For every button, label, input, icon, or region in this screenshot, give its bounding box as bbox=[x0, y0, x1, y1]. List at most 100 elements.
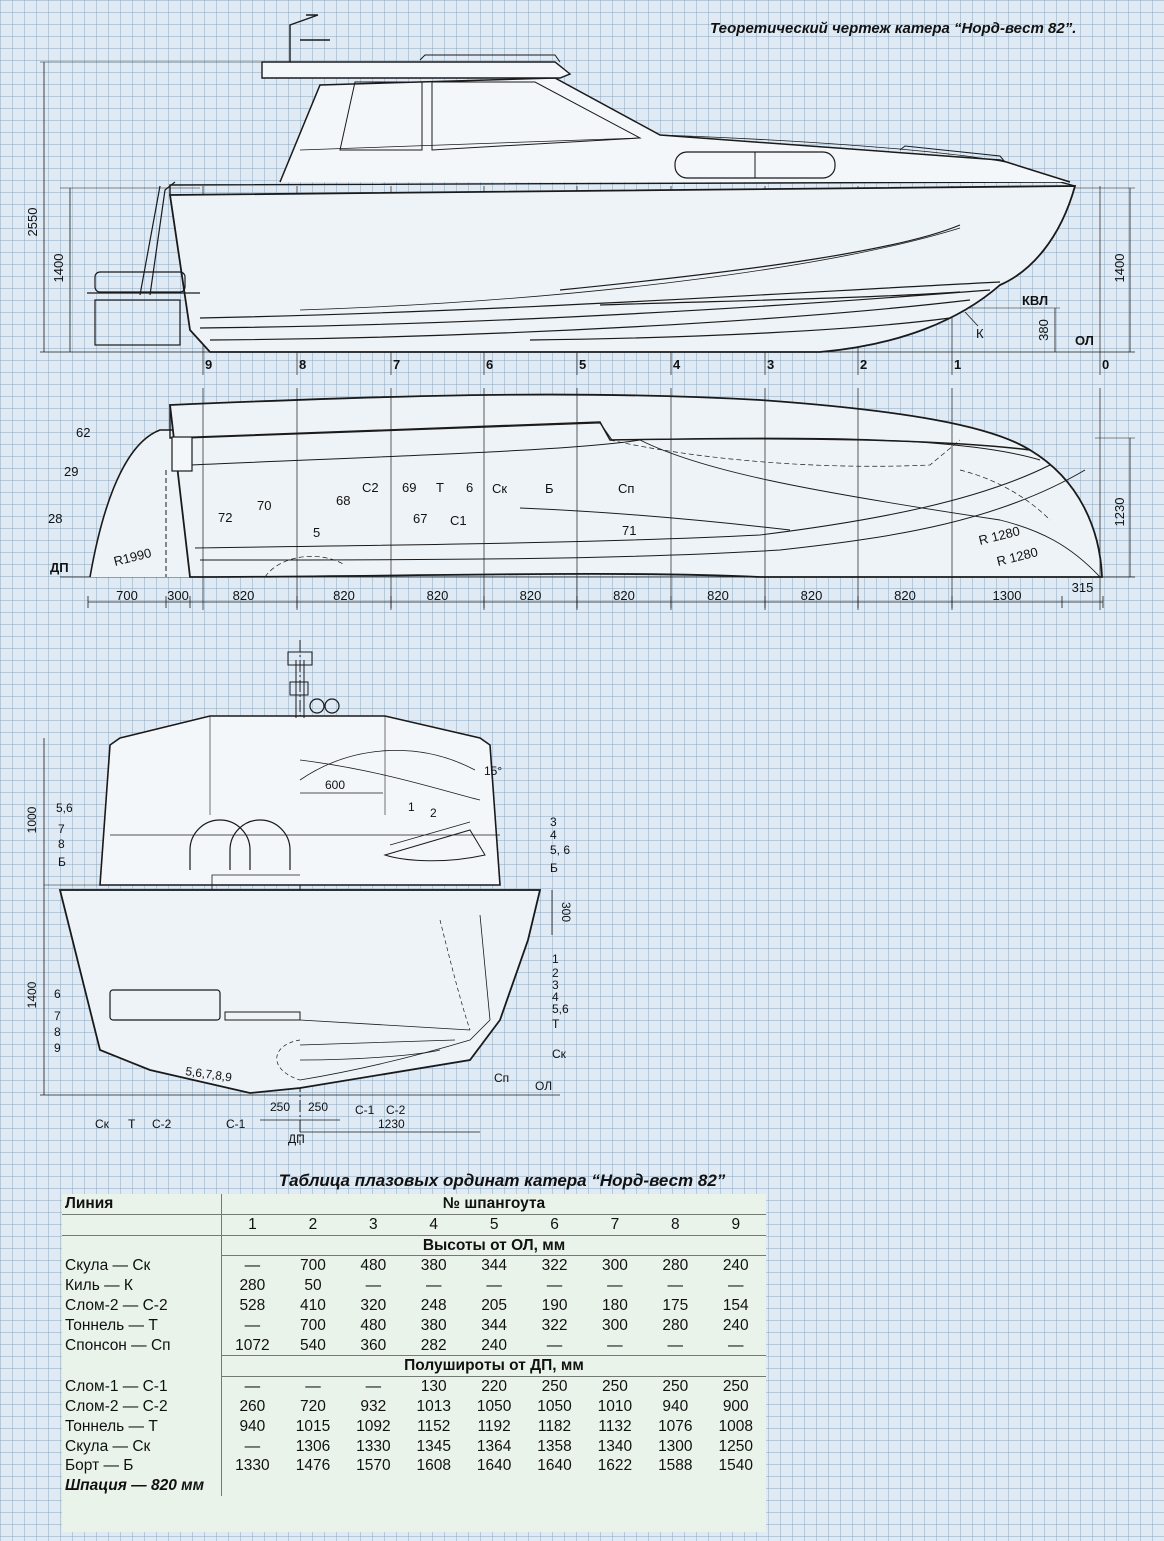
table-cell: 180 bbox=[601, 1296, 628, 1314]
spacing-label: 315 bbox=[1072, 580, 1094, 595]
row-label: Слом-2 — С-2 bbox=[65, 1296, 168, 1314]
frame-number: 1 bbox=[220, 1213, 283, 1236]
table-cell: 1476 bbox=[295, 1457, 331, 1475]
blank-cell bbox=[62, 1356, 222, 1377]
spacing-label: 820 bbox=[801, 588, 823, 603]
section-bottom-right: С-1 bbox=[355, 1103, 375, 1117]
table-cell: — bbox=[546, 1336, 563, 1354]
table-cell: 344 bbox=[481, 1316, 508, 1334]
spacing-label: 820 bbox=[233, 588, 255, 603]
spacing-label: 820 bbox=[427, 588, 449, 603]
row-label: Тоннель — Т bbox=[65, 1417, 158, 1435]
section-ol: ОЛ bbox=[535, 1079, 552, 1093]
frame-number: 8 bbox=[645, 1213, 706, 1236]
dim-15deg: 15° bbox=[484, 764, 502, 778]
table-cell: 900 bbox=[722, 1397, 749, 1415]
section-label-right-top: 3 bbox=[550, 815, 557, 829]
station-number: 3 bbox=[767, 357, 774, 372]
station-number: 1 bbox=[954, 357, 961, 372]
table-cell: 322 bbox=[541, 1316, 568, 1334]
section-dp: ДП bbox=[288, 1132, 305, 1146]
table-cell: 344 bbox=[481, 1257, 508, 1275]
dim-380: 380 bbox=[1036, 319, 1051, 341]
table-cell: 205 bbox=[481, 1296, 508, 1314]
plan-label: Ск bbox=[492, 481, 507, 496]
table-cell: 280 bbox=[662, 1257, 689, 1275]
section-label-right-bottom: 3 bbox=[552, 978, 559, 992]
table-cell: 528 bbox=[220, 1295, 283, 1316]
plan-label: Сп bbox=[618, 481, 634, 496]
dim-300: 300 bbox=[559, 902, 573, 922]
table-cell: 1013 bbox=[416, 1397, 451, 1415]
section-label-right-bottom: 2 bbox=[552, 966, 559, 980]
plan-label: 71 bbox=[622, 523, 636, 538]
table-cell: 280 bbox=[662, 1316, 689, 1334]
table-cell: — bbox=[365, 1378, 382, 1396]
label-keel: К bbox=[976, 326, 984, 341]
table-cell: — bbox=[305, 1378, 321, 1396]
table-cell: 50 bbox=[304, 1277, 322, 1295]
dim-1400-section: 1400 bbox=[25, 981, 39, 1008]
table-cell: 700 bbox=[300, 1316, 326, 1334]
table-cell: — bbox=[667, 1336, 684, 1354]
table-cell: — bbox=[220, 1255, 283, 1277]
table-cell: — bbox=[728, 1336, 744, 1354]
table-cell: — bbox=[220, 1436, 283, 1457]
spacing-label: 300 bbox=[167, 588, 189, 603]
section-label-right-bottom: 5,6 bbox=[552, 1002, 569, 1016]
section-label-right-top: 5, 6 bbox=[550, 843, 570, 857]
table-cell: 240 bbox=[722, 1316, 749, 1334]
section-label-left: Б bbox=[58, 855, 66, 869]
table-cell: 250 bbox=[601, 1378, 628, 1396]
table-cell: 190 bbox=[541, 1296, 568, 1314]
table-cell: 380 bbox=[420, 1316, 447, 1334]
row-label: Скула — Ск bbox=[65, 1437, 151, 1455]
plan-label: 72 bbox=[218, 510, 232, 525]
table-footer: Шпация — 820 мм bbox=[65, 1477, 205, 1495]
table-cell: — bbox=[546, 1277, 563, 1295]
section-label-left: 8 bbox=[54, 1025, 61, 1039]
table-title: Таблица плазовых ординат катера “Норд-ве… bbox=[278, 1171, 726, 1190]
plan-label: Т bbox=[436, 480, 444, 495]
station-number: 5 bbox=[579, 357, 586, 372]
table-cell: 720 bbox=[300, 1397, 326, 1415]
table-cell: 154 bbox=[722, 1296, 749, 1314]
dim-1230-section: 1230 bbox=[378, 1117, 405, 1131]
section-label-left: 7 bbox=[58, 822, 65, 836]
frame-number: 2 bbox=[282, 1213, 344, 1236]
spacing-label: 820 bbox=[894, 588, 916, 603]
table-cell: 248 bbox=[420, 1296, 447, 1314]
section-label-left: 5,6 bbox=[56, 801, 73, 815]
section-bottom-left: Ск bbox=[95, 1117, 110, 1131]
table-cell: 1622 bbox=[597, 1457, 633, 1475]
spacing-label: 820 bbox=[707, 588, 729, 603]
section-header: Высоты от ОЛ, мм bbox=[221, 1235, 766, 1257]
inner-label-2: 2 bbox=[430, 806, 437, 820]
section-label-left: 8 bbox=[58, 837, 65, 851]
table-cell: 1092 bbox=[356, 1417, 391, 1435]
spacing-label: 820 bbox=[613, 588, 635, 603]
table-cell: 360 bbox=[360, 1336, 387, 1354]
dim-1400-right: 1400 bbox=[1112, 254, 1127, 283]
plan-label: 67 bbox=[413, 511, 427, 526]
table-cell: 1182 bbox=[537, 1417, 572, 1435]
frame-number: 9 bbox=[705, 1213, 766, 1236]
dim-1230-plan: 1230 bbox=[1112, 498, 1127, 527]
frame-number: 3 bbox=[343, 1213, 404, 1236]
dim-600: 600 bbox=[325, 778, 345, 792]
table-cell: 1132 bbox=[598, 1417, 632, 1435]
table-cell: 1364 bbox=[476, 1437, 512, 1455]
table-cell: — bbox=[607, 1277, 623, 1295]
section-label-right-top: Б bbox=[550, 861, 558, 875]
table-cell: 1340 bbox=[597, 1437, 633, 1455]
spacing-label: 820 bbox=[333, 588, 355, 603]
row-label: Киль — К bbox=[65, 1277, 133, 1295]
col-header-frames: № шпангоута bbox=[221, 1194, 766, 1215]
table-cell: 250 bbox=[541, 1378, 568, 1396]
station-number: 7 bbox=[393, 357, 400, 372]
